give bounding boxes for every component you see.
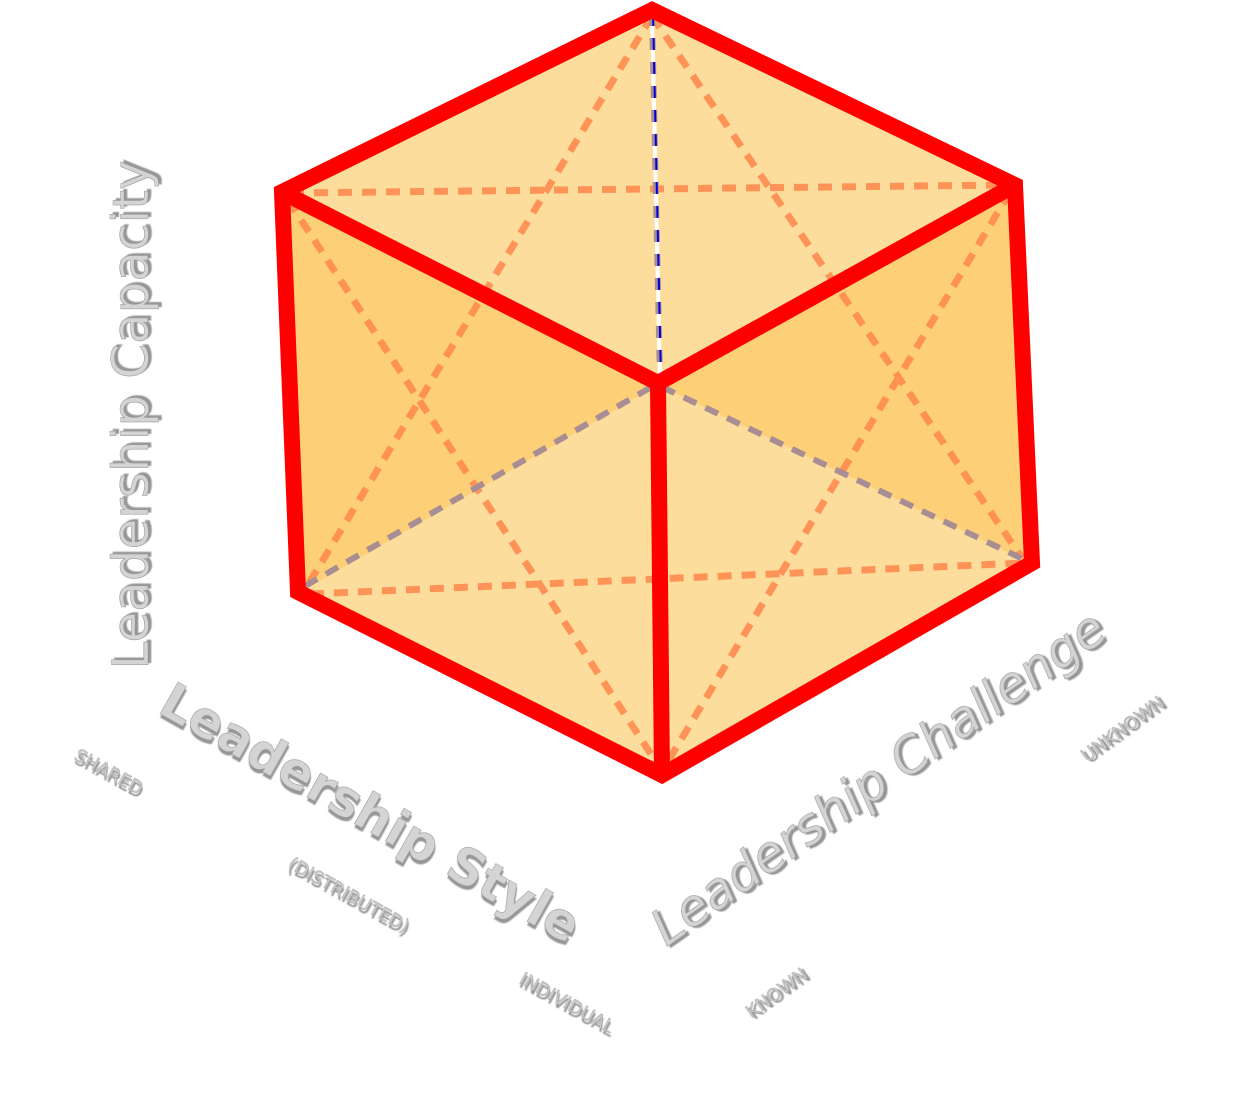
tick-individual: INDIVIDUAL: [516, 969, 618, 1038]
front-vertical-edge: [650, 382, 670, 776]
cube-edges: [273, 1, 1041, 785]
diagonal-line: [303, 14, 655, 590]
tick-known: KNOWN: [742, 964, 812, 1023]
axis-label-capacity: Leadership Capacity: [102, 160, 160, 669]
hidden-edge-vertical: [650, 13, 662, 381]
hidden-edges: [303, 13, 1027, 589]
face-diagonals: [285, 14, 1026, 770]
tick-unknown: UNKNOWN: [1077, 692, 1168, 766]
diagonal-line: [649, 14, 1025, 560]
diagonal-line: [660, 190, 1014, 770]
diagonal-line: [285, 198, 663, 770]
tick-shared: SHARED: [71, 745, 147, 800]
tick-distributed: (DISTRIBUTED): [284, 853, 412, 937]
hidden-edge-right: [660, 384, 1027, 563]
hidden-edge-left: [303, 382, 657, 589]
